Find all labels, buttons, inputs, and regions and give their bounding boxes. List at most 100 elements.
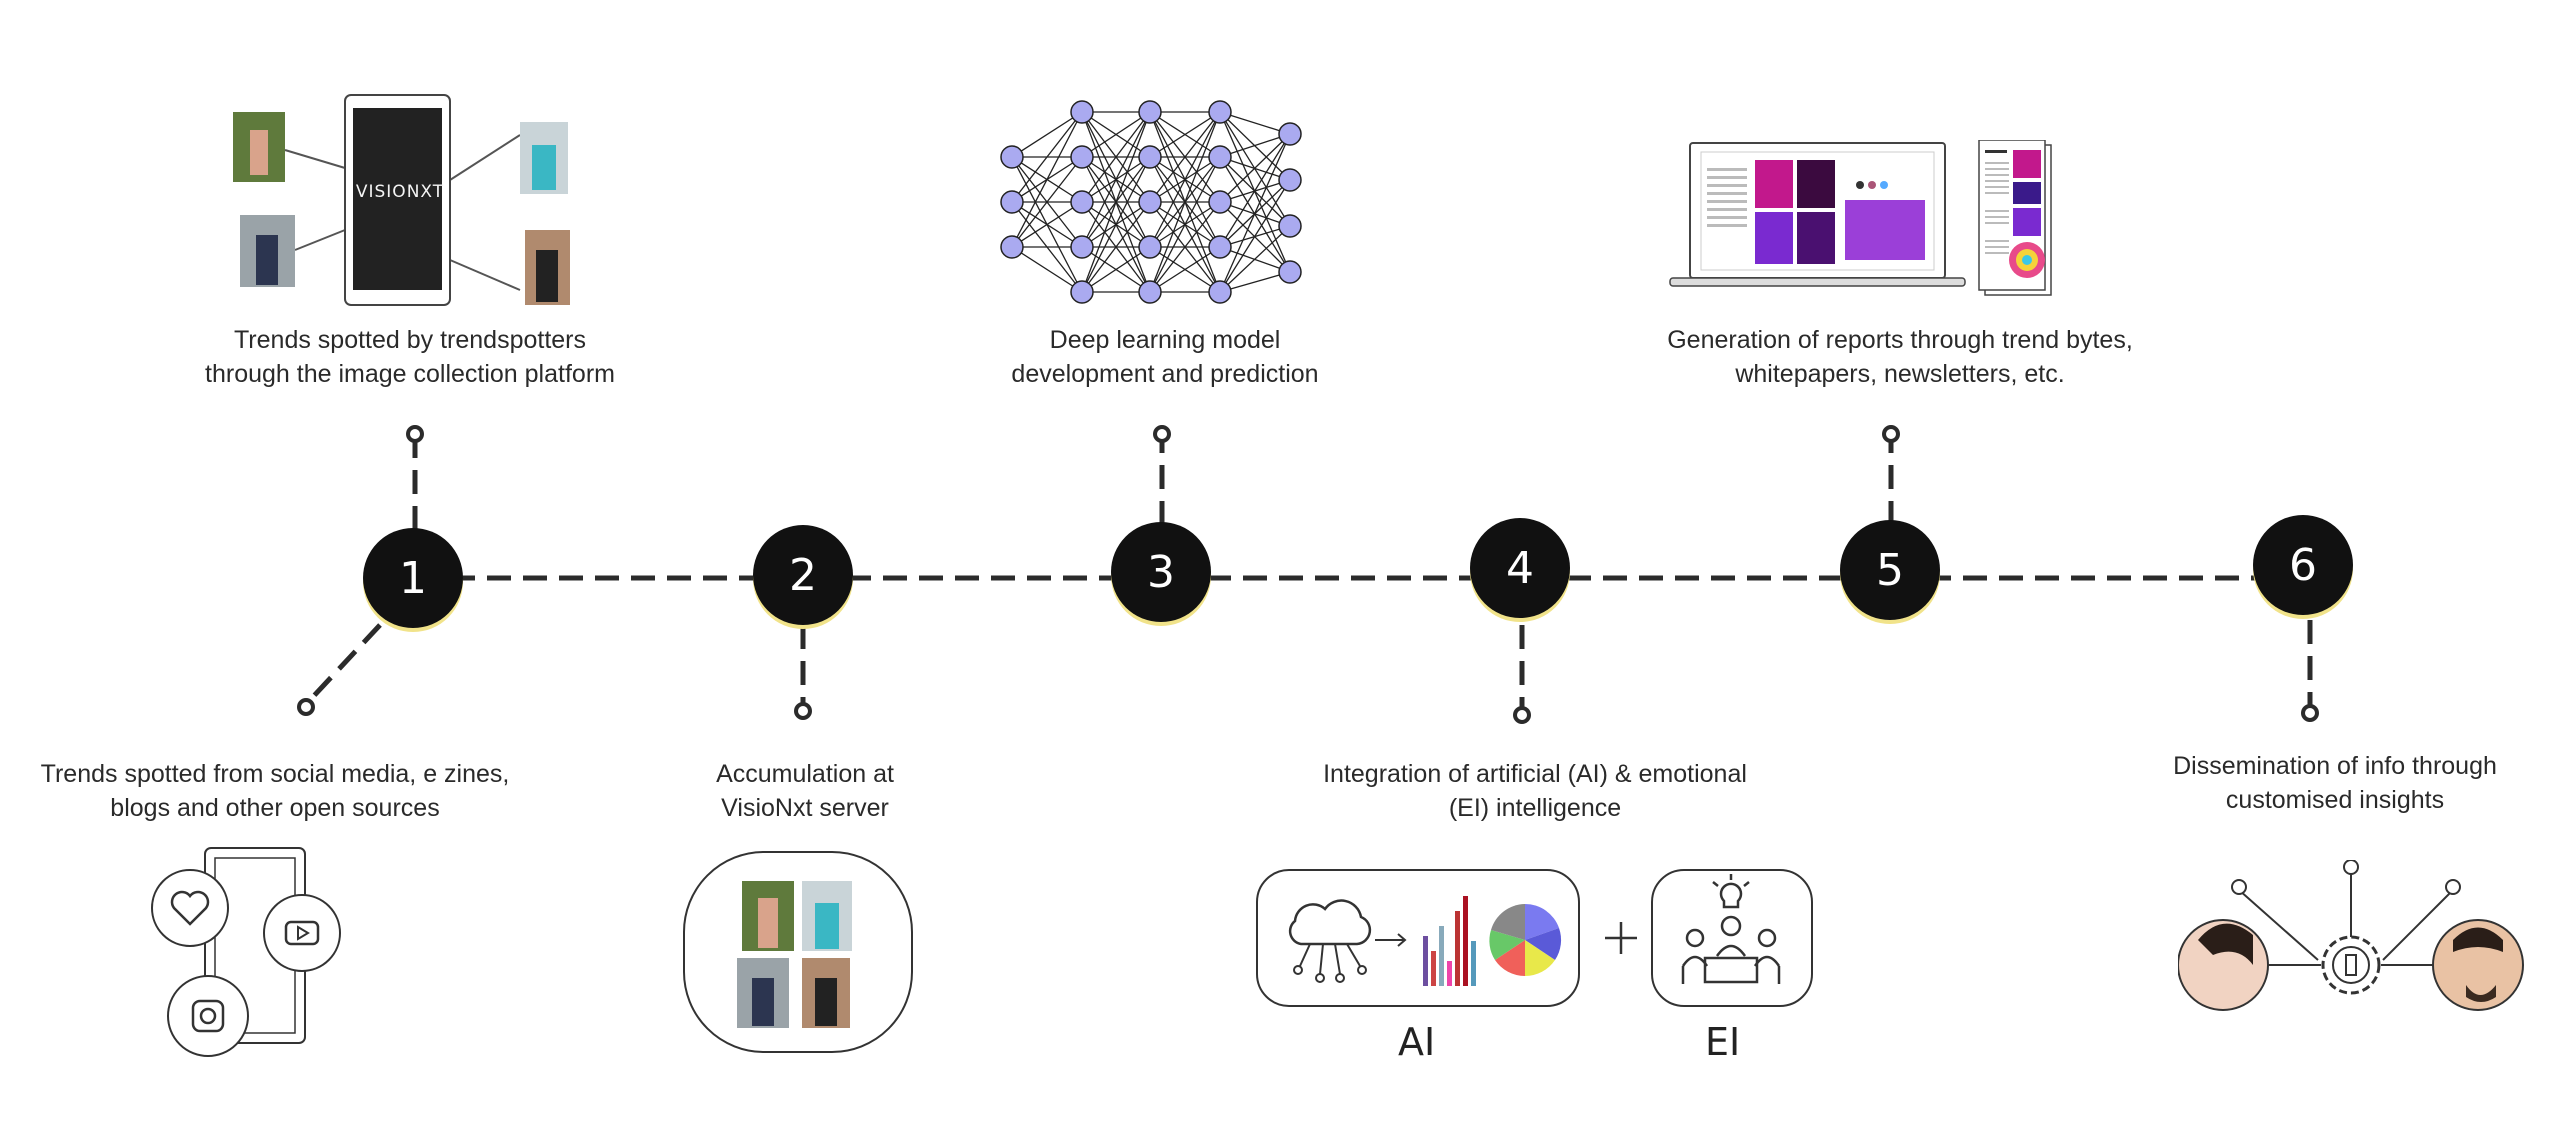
step-1-bottom-caption: Trends spotted from social media, e zine… [20, 757, 530, 825]
network-edge [1011, 111, 1083, 248]
neuron [1278, 122, 1302, 146]
network-edge [1011, 111, 1083, 203]
network-edge [1149, 111, 1221, 203]
ai-box [1256, 869, 1580, 1007]
cloud-icon [1288, 899, 1372, 946]
ai-label: AI [1398, 1020, 1436, 1064]
neuron [1138, 190, 1162, 214]
caption-line: blogs and other open sources [110, 794, 440, 822]
step-3-top-caption: Deep learning model development and pred… [960, 323, 1370, 391]
caption-line: whitepapers, newsletters, etc. [1735, 360, 2065, 388]
network-edge [1011, 201, 1083, 248]
step-5-top-caption: Generation of reports through trend byte… [1630, 323, 2170, 391]
network-edge [1081, 111, 1151, 293]
plus-icon [1605, 922, 1637, 954]
step-number: 5 [1876, 544, 1904, 596]
step-4-bottom-caption: Integration of artificial (AI) & emotion… [1270, 757, 1800, 825]
step-node-2: 2 [753, 525, 853, 625]
caption-line: VisioNxt server [721, 794, 889, 822]
endpoint-6-bottom [2301, 704, 2319, 722]
caption-line: Trends spotted from social media, e zine… [40, 760, 510, 788]
connector-1-down [308, 623, 382, 702]
network-edge [1219, 271, 1291, 293]
caption-line: Integration of artificial (AI) & emotion… [1323, 760, 1747, 788]
endpoint-5-top [1882, 425, 1900, 443]
step-2-bottom-caption: Accumulation at VisioNxt server [650, 757, 960, 825]
step-number: 1 [399, 552, 427, 604]
instagram-icon [191, 999, 225, 1033]
network-edge [1149, 246, 1221, 293]
mini-pie-chart [1489, 903, 1562, 977]
network-edge [1149, 201, 1221, 293]
caption-line: Generation of reports through trend byte… [1667, 326, 2133, 354]
neuron [1138, 235, 1162, 259]
step-6-bottom-caption: Dissemination of info through customised… [2150, 749, 2520, 817]
neuron [1070, 145, 1094, 169]
ai-ei-illustration [1256, 869, 1813, 1007]
step-node-1: 1 [363, 528, 463, 628]
social-media-illustration [151, 847, 341, 1057]
network-edge [1011, 156, 1083, 248]
endpoint-3-top [1153, 425, 1171, 443]
network-edge [1081, 201, 1151, 293]
neuron [1070, 235, 1094, 259]
network-edge [1081, 156, 1151, 293]
ei-label: EI [1705, 1020, 1741, 1064]
lightbulb-icon [1719, 882, 1743, 909]
heart-icon-circle [151, 869, 229, 947]
caption-line: development and prediction [1011, 360, 1319, 388]
step-node-4: 4 [1470, 518, 1570, 618]
youtube-icon-circle [263, 894, 341, 972]
neuron [1278, 260, 1302, 284]
network-edge [1081, 111, 1151, 158]
step-node-3: 3 [1111, 522, 1211, 622]
neuron [1000, 235, 1024, 259]
meeting-icon [1681, 874, 1781, 984]
endpoint-1-bottom [297, 698, 315, 716]
step-number: 4 [1506, 542, 1534, 594]
network-edge [1219, 133, 1291, 203]
neuron [1000, 145, 1024, 169]
step-number: 2 [789, 549, 817, 601]
ei-box [1651, 869, 1813, 1007]
neuron [1208, 190, 1232, 214]
endpoint-4-bottom [1513, 706, 1531, 724]
image-collection-illustration [233, 94, 570, 306]
endpoint-2-bottom [794, 702, 812, 720]
network-edge [1149, 111, 1221, 293]
network-edge [1219, 133, 1291, 158]
endpoint-1-top [406, 425, 424, 443]
network-edge [1011, 111, 1083, 158]
step-node-5: 5 [1840, 520, 1940, 620]
gear-icon [2321, 935, 2381, 995]
neuron [1138, 280, 1162, 304]
neuron [1208, 145, 1232, 169]
laptop-base [1669, 277, 1966, 287]
heart-icon [170, 890, 210, 926]
neuron [1208, 100, 1232, 124]
neuron [1208, 235, 1232, 259]
network-edge [1149, 156, 1221, 293]
caption-line: Dissemination of info through [2173, 752, 2497, 780]
neural-network-illustration [1000, 100, 1302, 304]
network-edge [1219, 111, 1291, 135]
caption-line: Trends spotted by trendspotters [233, 326, 587, 354]
server-illustration [683, 851, 913, 1053]
network-edge [1149, 111, 1221, 248]
step-1-top-caption: Trends spotted by trendspotters through … [160, 323, 660, 391]
neuron [1208, 280, 1232, 304]
network-edge [1219, 179, 1291, 293]
neuron [1070, 280, 1094, 304]
instagram-icon-circle [167, 975, 249, 1057]
network-edge [1081, 111, 1151, 203]
caption-line: Accumulation at [716, 760, 894, 788]
network-edge [1011, 246, 1083, 293]
neuron [1278, 214, 1302, 238]
server-outline [683, 851, 913, 1053]
neuron [1138, 100, 1162, 124]
network-edge [1081, 246, 1151, 293]
step-number: 6 [2289, 539, 2317, 591]
caption-line: customised insights [2225, 786, 2445, 814]
neuron [1070, 190, 1094, 214]
